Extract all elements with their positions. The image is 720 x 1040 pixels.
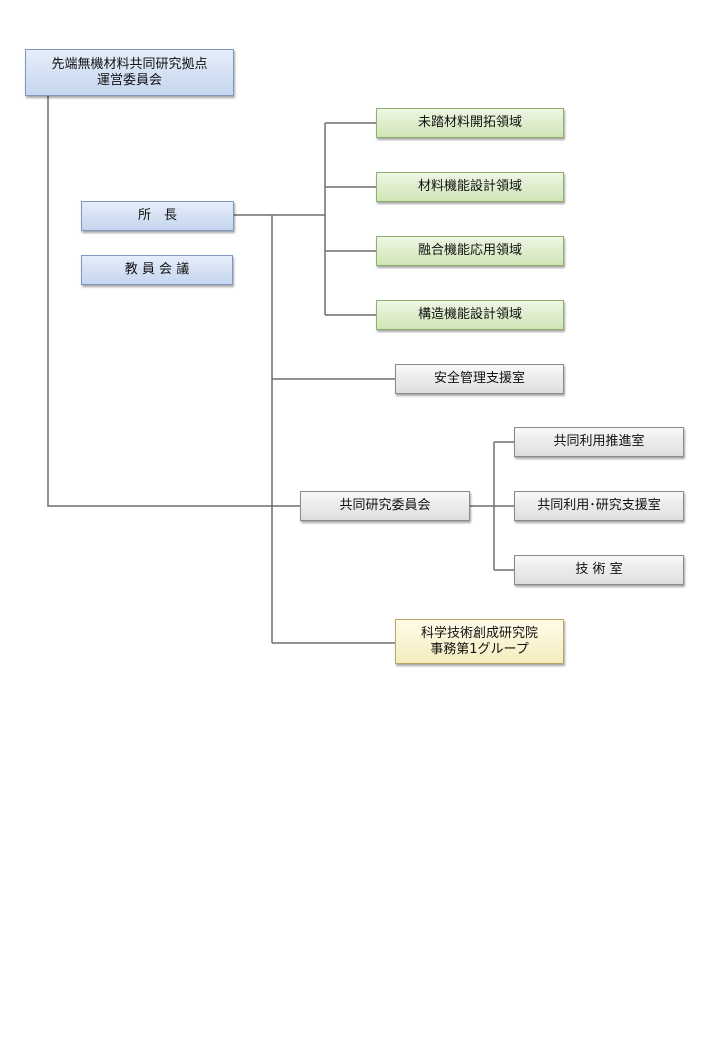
area-materials-design-label: 材料機能設計領域 (417, 179, 522, 194)
joint-research-committee-box: 共同研究委員会 (300, 491, 470, 521)
administrative-group-line2: 事務第1グループ (430, 641, 529, 657)
administrative-group-line1: 科学技術創成研究院 (420, 625, 538, 641)
area-structural-design-box: 構造機能設計領域 (376, 300, 564, 330)
safety-management-box: 安全管理支援室 (395, 364, 564, 394)
faculty-meeting-label: 教 員 会 議 (124, 262, 190, 277)
steering-committee-box: 先端無機材料共同研究拠点 運営委員会 (25, 49, 234, 96)
area-fusion-application-box: 融合機能応用領域 (376, 236, 564, 266)
director-label: 所 長 (137, 208, 177, 223)
joint-use-research-support-label: 共同利用･研究支援室 (537, 498, 661, 513)
administrative-group-box: 科学技術創成研究院 事務第1グループ (395, 619, 564, 664)
steering-committee-line1: 先端無機材料共同研究拠点 (51, 56, 208, 72)
joint-use-promotion-label: 共同利用推進室 (553, 434, 645, 449)
area-unexplored-materials-label: 未踏材料開拓領域 (417, 115, 522, 130)
steering-to-committee-line (47, 96, 300, 507)
joint-use-research-support-box: 共同利用･研究支援室 (514, 491, 684, 521)
technical-office-box: 技 術 室 (514, 555, 684, 585)
area-materials-design-box: 材料機能設計領域 (376, 172, 564, 202)
safety-management-label: 安全管理支援室 (433, 371, 525, 386)
area-unexplored-materials-box: 未踏材料開拓領域 (376, 108, 564, 138)
joint-use-promotion-box: 共同利用推進室 (514, 427, 684, 457)
area-fusion-application-label: 融合機能応用領域 (417, 243, 522, 258)
area-structural-design-label: 構造機能設計領域 (417, 307, 522, 322)
faculty-meeting-box: 教 員 会 議 (81, 255, 233, 285)
technical-office-label: 技 術 室 (575, 562, 623, 577)
steering-committee-line2: 運営委員会 (96, 72, 162, 88)
joint-research-committee-label: 共同研究委員会 (339, 498, 431, 513)
director-box: 所 長 (81, 201, 234, 231)
